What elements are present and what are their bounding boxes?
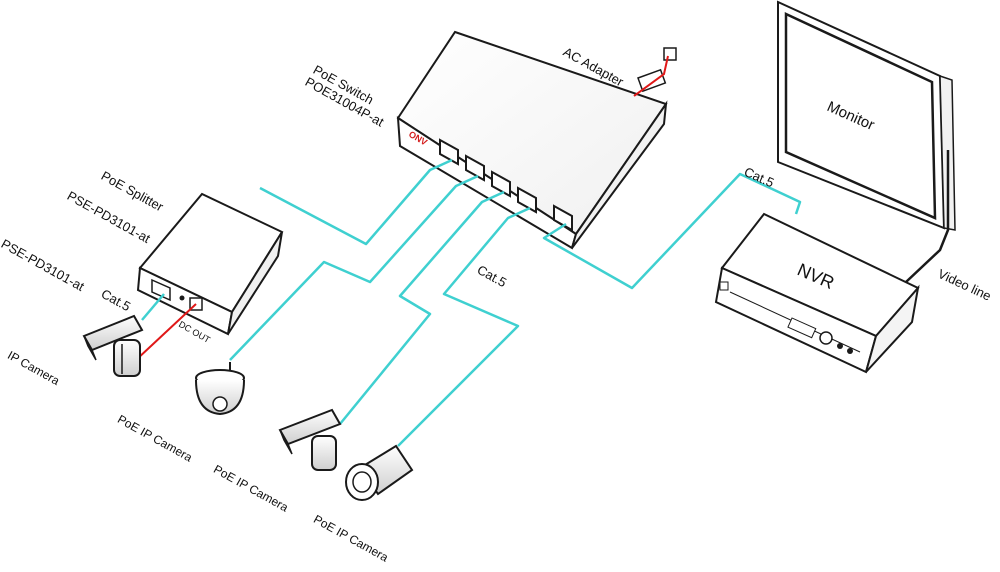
cable-splitter-to-ip-camera [141, 293, 165, 321]
ac-adapter-icon [637, 68, 667, 93]
poe-box-camera-icon [278, 408, 342, 471]
cable-to-nvr [542, 172, 802, 290]
video-cable [905, 150, 950, 283]
poe-switch [396, 30, 677, 250]
dc-power-cable [135, 303, 197, 361]
poe-splitter [136, 192, 284, 336]
power-cables [135, 55, 669, 361]
power-outlet-icon [663, 47, 677, 61]
poe-bullet-camera-icon [345, 444, 414, 501]
switch-ports [439, 138, 573, 232]
ip-camera-icon [82, 314, 144, 377]
ethernet-cables [141, 158, 802, 447]
cable-to-poe-camera-2 [339, 190, 505, 425]
cable-to-poe-camera-1 [229, 174, 479, 361]
cable-to-poe-camera-3 [397, 206, 531, 447]
poe-dome-camera-icon [195, 362, 245, 416]
nvr [714, 212, 920, 374]
ac-power-cable [633, 55, 669, 97]
splitter-lan-port [151, 278, 171, 302]
cable-to-splitter [259, 158, 453, 246]
monitor [777, 0, 956, 283]
